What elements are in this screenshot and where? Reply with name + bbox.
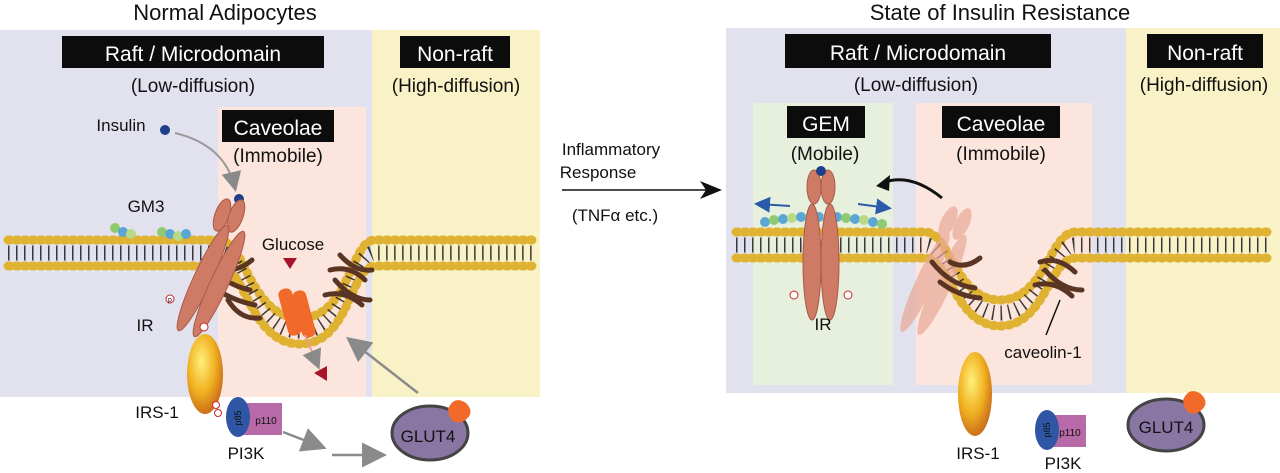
right-irs1-label: IRS-1 [956, 444, 999, 463]
right-glut4-vesicle [1126, 397, 1206, 453]
right-raft-subtitle: (Low-diffusion) [854, 75, 978, 96]
transition-line2: Response [560, 163, 637, 182]
left-nonraft-region [372, 30, 540, 397]
gem-title: GEM [802, 113, 850, 136]
left-irs1-label: IRS-1 [135, 403, 178, 422]
left-glut4-vesicle [390, 404, 470, 462]
left-raft-title: Raft / Microdomain [105, 43, 281, 66]
transition-line1: Inflammatory [562, 140, 661, 159]
ir-label: IR [137, 316, 154, 335]
right-p85 [1035, 410, 1059, 450]
right-nonraft-subtitle: (High-diffusion) [1140, 75, 1268, 96]
gem-diffusion-arrow-right [857, 198, 892, 215]
glucose-label: Glucose [262, 235, 324, 254]
left-caveolae-region [218, 107, 366, 397]
gem-label-box [787, 106, 865, 138]
glucose-transport-arrow [302, 334, 322, 370]
right-ir-label: IR [815, 315, 832, 334]
left-caveolae-title: Caveolae [234, 117, 323, 140]
right-caveolin-cluster [929, 255, 1085, 301]
right-nonraft-label-box [1147, 34, 1263, 68]
transition-arrowhead [700, 181, 722, 199]
left-panel-title: Normal Adipocytes [133, 0, 316, 25]
right-nonraft-title: Non-raft [1167, 42, 1243, 65]
transition: Inflammatory Response (TNFα etc.) [560, 140, 722, 225]
insulin-label: Insulin [96, 116, 145, 135]
left-irs1 [187, 334, 223, 414]
left-raft-label-box [62, 36, 324, 68]
right-raft-label-box [785, 34, 1051, 68]
right-panel-title: State of Insulin Resistance [870, 0, 1130, 25]
caveolin-label: caveolin-1 [1004, 343, 1082, 362]
right-nonraft-region [1126, 28, 1280, 393]
left-caveolae-subtitle: (Immobile) [233, 146, 323, 167]
left-glut4-transporter [278, 288, 316, 338]
right-p110-label: p110 [1059, 428, 1081, 439]
right-glut4-label: GLUT4 [1139, 418, 1194, 437]
transition-line3: (TNFα etc.) [572, 206, 658, 225]
left-p85-label: p85 [233, 410, 243, 425]
insulin-molecule [160, 125, 170, 135]
glucose-molecule-out [283, 258, 297, 269]
left-nonraft-subtitle: (High-diffusion) [392, 76, 520, 97]
glucose-molecule-in [314, 366, 327, 381]
gm3-label: GM3 [128, 197, 165, 216]
left-pi3k-label: PI3K [228, 444, 266, 463]
caveolin-pointer [1045, 299, 1061, 336]
left-insulin-receptor [176, 198, 246, 338]
left-panel: Normal Adipocytes Raft / Microdomain (Lo… [0, 0, 540, 468]
right-insulin-bound [816, 166, 826, 176]
right-insulin-receptor [802, 169, 840, 321]
right-pi3k-label: PI3K [1045, 454, 1083, 473]
left-nonraft-title: Non-raft [417, 43, 493, 66]
right-caveolae-label-box [942, 106, 1060, 138]
right-raft-title: Raft / Microdomain [830, 42, 1006, 65]
gm3-glycolipid [110, 223, 191, 241]
right-caveolae-subtitle: (Immobile) [956, 144, 1046, 165]
ir-relocation-arrowhead [876, 175, 890, 191]
phospho-site: p [168, 297, 172, 304]
right-irs1 [958, 352, 992, 436]
right-glut4-vesicle-transporter [1183, 391, 1206, 414]
insulin-binding-arrow [174, 132, 242, 192]
right-panel: State of Insulin Resistance Raft / Micro… [726, 0, 1280, 473]
left-raft-subtitle: (Low-diffusion) [131, 76, 255, 97]
left-glut4-label: GLUT4 [401, 427, 456, 446]
left-caveolae-label-box [222, 110, 334, 142]
left-nonraft-label-box [400, 36, 510, 68]
left-glut4-vesicle-transporter [448, 400, 471, 423]
glut4-insertion-arrow [346, 336, 419, 394]
gem-subtitle: (Mobile) [791, 144, 860, 165]
right-p85-label: p85 [1042, 422, 1052, 437]
pi3k-signal-arrow [282, 428, 327, 452]
gem-diffusion-arrow-left [754, 196, 791, 213]
left-p110-label: p110 [255, 416, 277, 427]
right-caveolae-title: Caveolae [957, 113, 1046, 136]
left-p85 [226, 397, 250, 437]
